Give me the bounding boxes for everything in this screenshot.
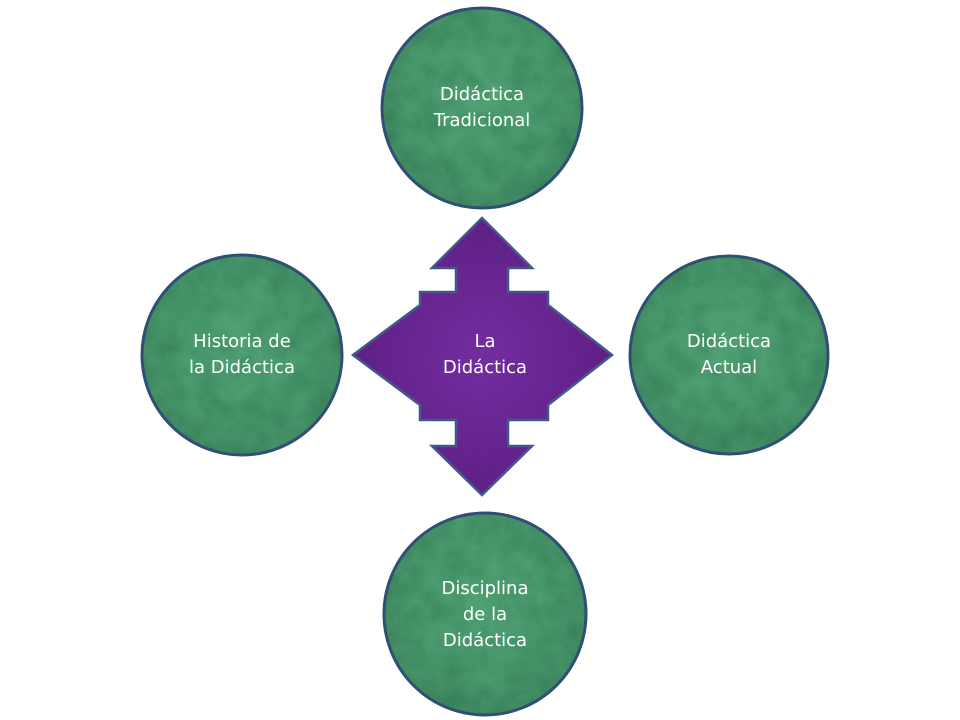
node-bottom-outline <box>382 511 588 717</box>
node-right <box>628 254 830 456</box>
node-bottom <box>382 511 588 717</box>
node-top-outline <box>380 6 584 210</box>
node-left-outline <box>140 253 344 457</box>
node-top-texture <box>382 8 582 208</box>
node-top <box>380 6 584 210</box>
arrow-texture <box>353 218 612 495</box>
four-way-arrow <box>350 216 615 497</box>
node-bottom-texture <box>384 513 586 715</box>
node-left-texture <box>142 255 342 455</box>
node-right-texture <box>630 256 828 454</box>
node-left <box>140 253 344 457</box>
node-right-outline <box>628 254 830 456</box>
